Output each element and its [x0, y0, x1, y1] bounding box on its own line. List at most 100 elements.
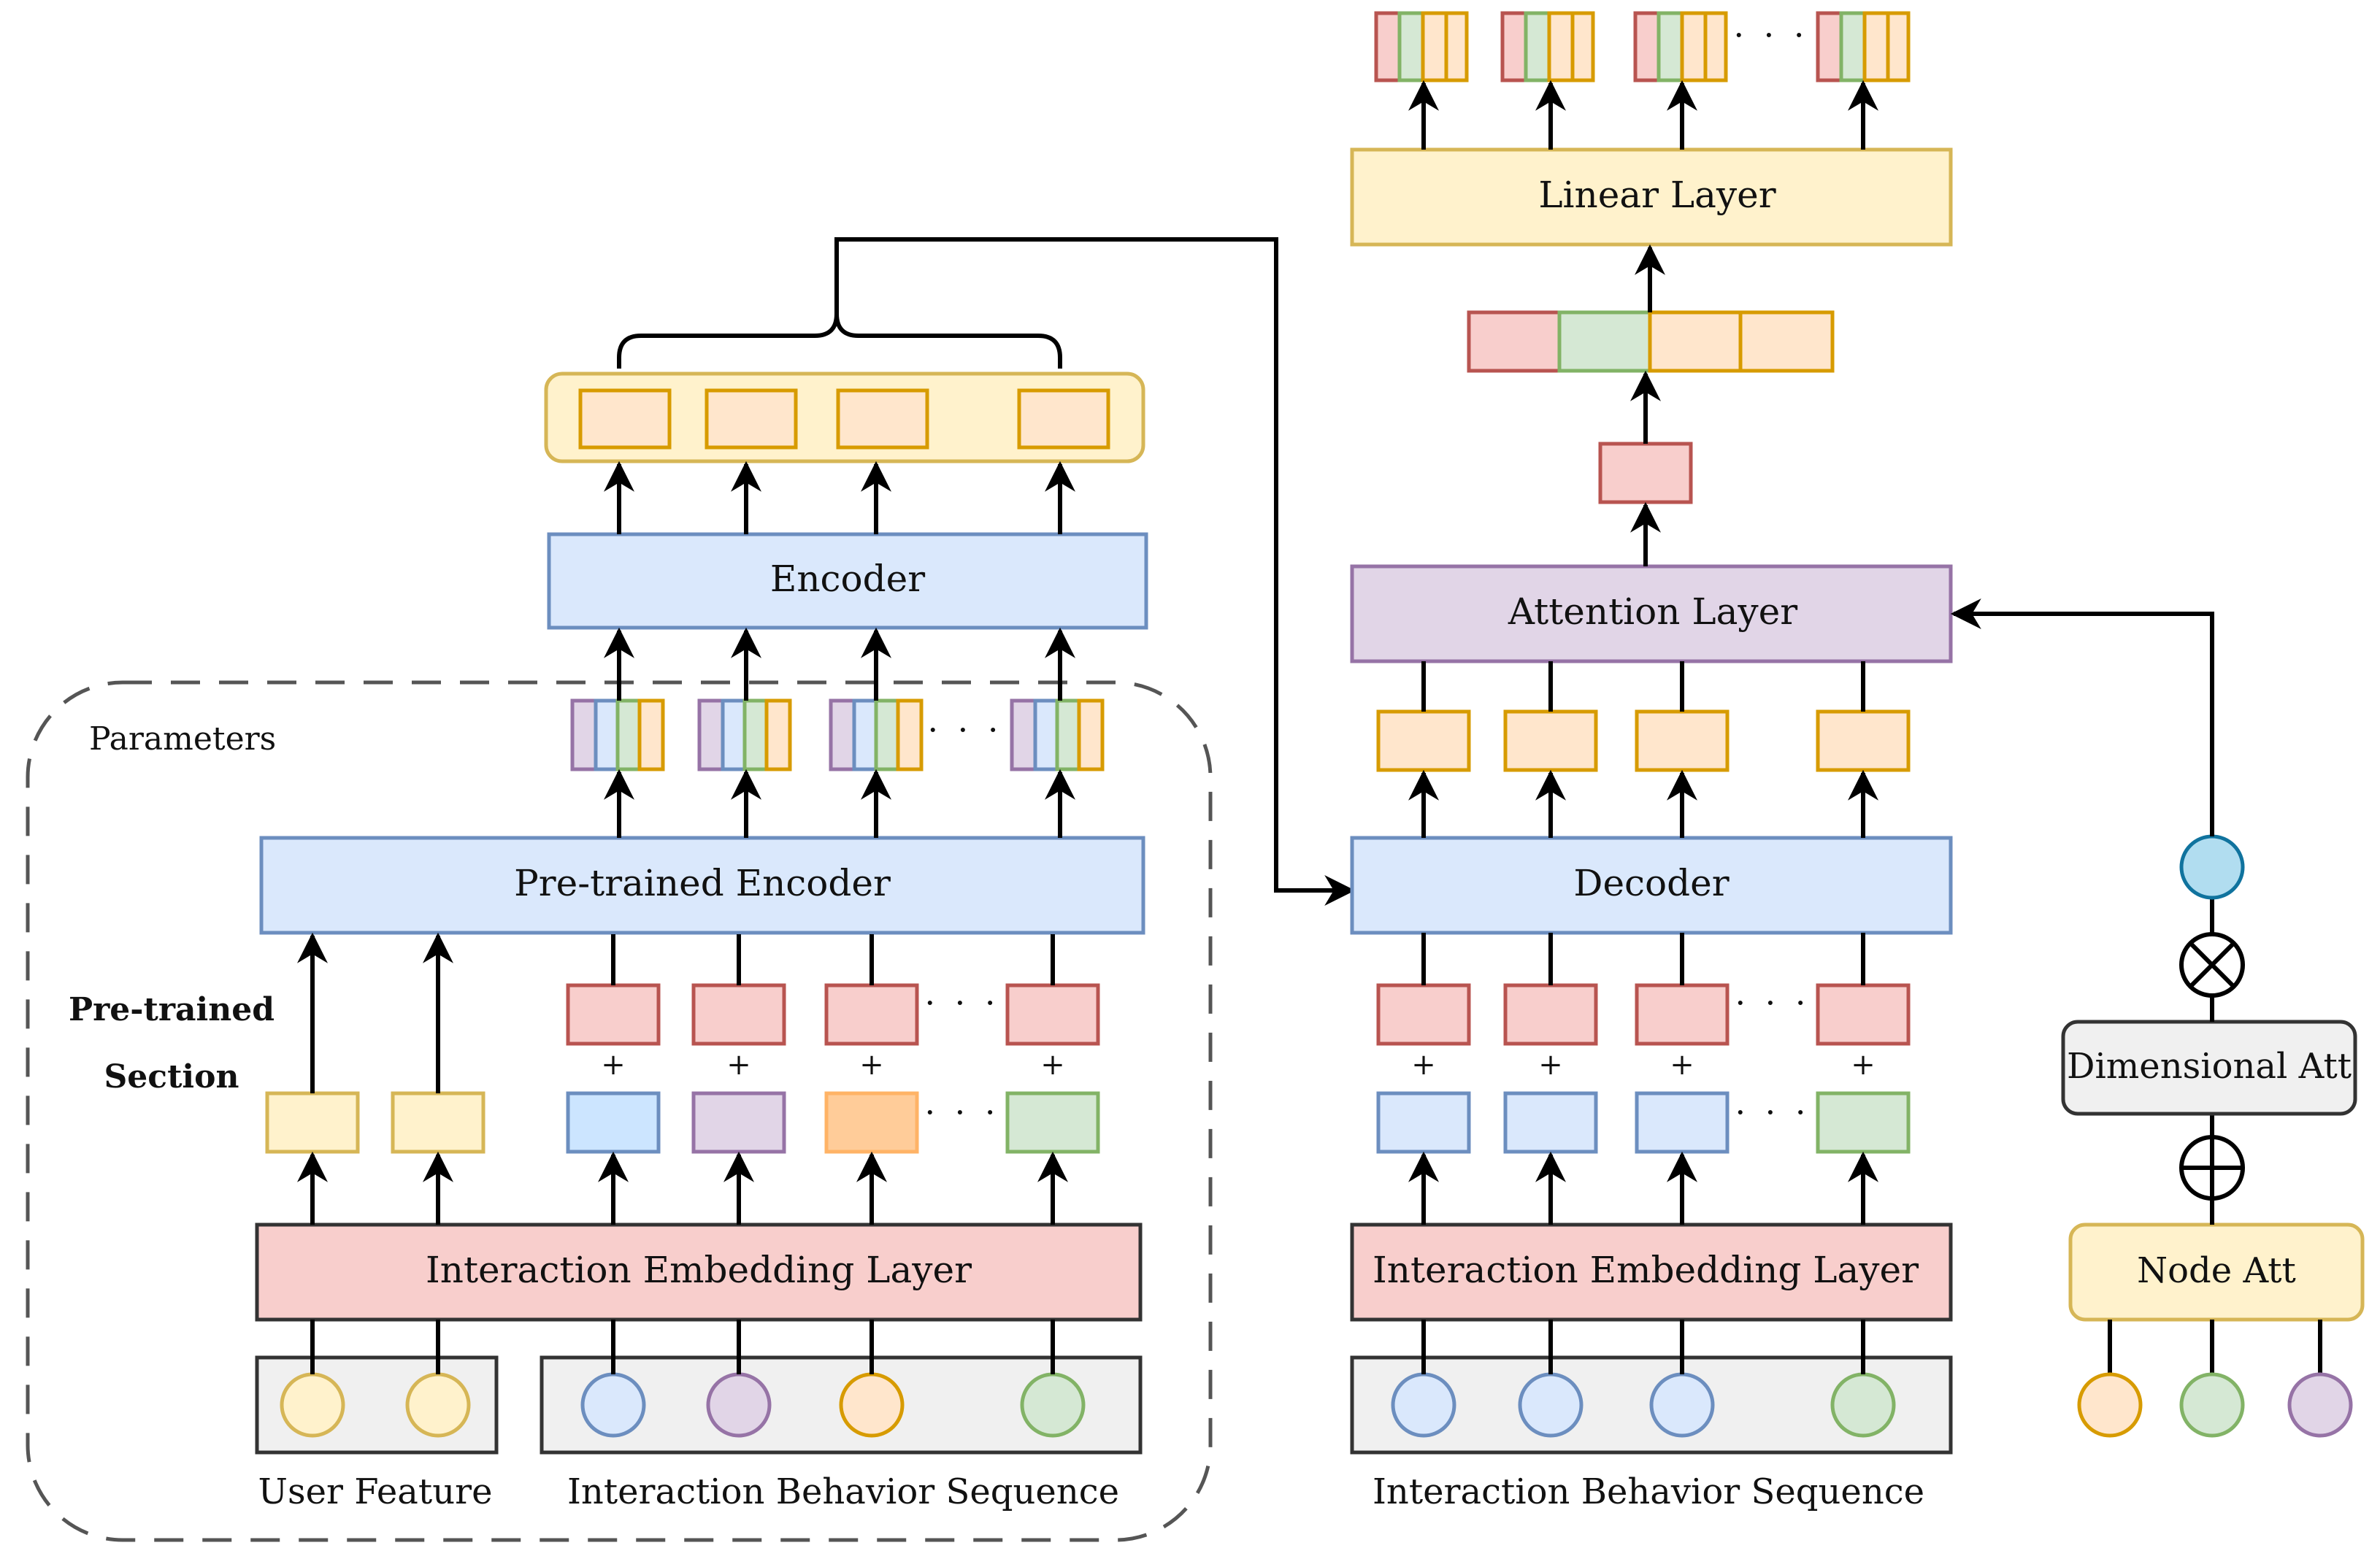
plus-sign: +	[1851, 1048, 1876, 1082]
item-embedding-purple	[691, 1091, 786, 1154]
plus-sign: +	[1670, 1048, 1694, 1082]
left-position-embeddings	[566, 983, 1100, 1046]
left-behavior-caption: Interaction Behavior Sequence	[567, 1471, 1119, 1512]
right-embedding-arrows	[1408, 1151, 1878, 1225]
parameter-token-ellipsis: · · ·	[927, 710, 1002, 750]
right-input-lines	[1421, 1320, 1865, 1374]
plus-sign: +	[1538, 1048, 1563, 1082]
user-feature-embedding	[391, 1091, 485, 1154]
pretrained-encoder-label: Pre-trained Encoder	[514, 862, 891, 904]
left-embedding-layer-label: Interaction Embedding Layer	[426, 1249, 972, 1291]
right-position-ellipsis: · · ·	[1735, 983, 1810, 1023]
behavior-node-blue	[580, 1372, 646, 1438]
pretrained-section-label-1: Pre-trained	[69, 991, 275, 1028]
position-embedding	[1635, 983, 1730, 1046]
item-embedding-blue	[566, 1091, 661, 1154]
node-att-input-orange	[2077, 1372, 2143, 1438]
user-feature-node	[280, 1372, 345, 1438]
attention-query-node	[2179, 834, 2245, 900]
right-item-embeddings	[1376, 1091, 1911, 1154]
behavior-node-blue	[1649, 1372, 1715, 1438]
attention-output-vector	[1598, 442, 1693, 504]
position-embedding	[1376, 983, 1471, 1046]
node-att-input-green	[2179, 1372, 2245, 1438]
user-feature-node	[405, 1372, 471, 1438]
decoder-output-tokens	[1376, 709, 1911, 772]
left-position-ellipsis: · · ·	[924, 983, 999, 1023]
user-feature-arrows	[297, 932, 453, 1093]
decoder-label: Decoder	[1573, 862, 1729, 904]
left-item-ellipsis: · · ·	[924, 1093, 999, 1132]
behavior-node-purple	[706, 1372, 772, 1438]
decoder-token-to-attention-lines	[1421, 661, 1865, 712]
item-embedding-blue	[1635, 1091, 1730, 1154]
behavior-node-green	[1830, 1372, 1896, 1438]
behavior-node-green	[1020, 1372, 1086, 1438]
plus-sign: +	[1411, 1048, 1436, 1082]
pretrained-encoder-box	[259, 836, 1145, 935]
plus-sign: +	[601, 1048, 626, 1082]
item-embedding-green	[1816, 1091, 1911, 1154]
position-embedding	[566, 983, 661, 1046]
node-att-label: Node Att	[2137, 1250, 2296, 1291]
item-embedding-green	[1005, 1091, 1100, 1154]
plus-sign: +	[859, 1048, 884, 1082]
position-embedding	[1503, 983, 1598, 1046]
item-embedding-orange	[824, 1091, 919, 1154]
attention-layer-label: Attention Layer	[1508, 590, 1797, 633]
right-embedding-layer-label: Interaction Embedding Layer	[1373, 1249, 1919, 1291]
query-to-attention-arrow	[1950, 598, 2214, 836]
parameter-token-group	[570, 698, 1105, 771]
node-att-input-lines	[2108, 1320, 2322, 1374]
behavior-node-orange	[839, 1372, 905, 1438]
prediction-token-group	[1374, 11, 1911, 82]
encoder-box	[547, 532, 1148, 630]
decoder-output-token	[1503, 709, 1598, 772]
encoder-output-brace	[617, 313, 1062, 369]
encoder-to-decoder-connector	[834, 237, 1356, 906]
encoder-label: Encoder	[770, 558, 925, 600]
encoder-output-token	[705, 388, 798, 450]
item-embedding-blue	[1376, 1091, 1471, 1154]
position-embedding	[1005, 983, 1100, 1046]
left-embedding-layer	[255, 1223, 1143, 1322]
encoder-output-arrows	[604, 461, 1075, 534]
position-embedding	[691, 983, 786, 1046]
linear-layer-box	[1350, 147, 1953, 247]
decoder-output-token	[1816, 709, 1911, 772]
left-embedding-arrows	[297, 1151, 1068, 1225]
node-att-input-purple	[2287, 1372, 2353, 1438]
left-input-lines	[310, 1320, 1055, 1374]
user-feature-embedding	[265, 1091, 360, 1154]
otimes-icon	[2179, 932, 2245, 998]
position-embedding	[824, 983, 919, 1046]
position-embedding	[1816, 983, 1911, 1046]
decoder-output-arrows	[1408, 769, 1878, 838]
behavior-node-blue	[1518, 1372, 1584, 1438]
decoder-output-token	[1635, 709, 1730, 772]
linear-output-arrows	[1408, 80, 1878, 150]
plus-sign: +	[1040, 1048, 1065, 1082]
left-position-lines	[611, 934, 1055, 985]
decoder-output-token	[1376, 709, 1471, 772]
concat-vector-orange	[1648, 310, 1743, 373]
right-position-embeddings	[1376, 983, 1911, 1046]
concat-vector-green	[1557, 310, 1652, 373]
oplus-icon	[2179, 1135, 2245, 1201]
user-feature-caption: User Feature	[258, 1471, 493, 1512]
decoder-box	[1350, 836, 1953, 935]
left-item-embeddings	[566, 1091, 1100, 1154]
prediction-token-ellipsis: · · ·	[1733, 15, 1808, 55]
encoder-output-token	[836, 388, 929, 450]
behavior-node-blue	[1391, 1372, 1456, 1438]
concat-vector-red	[1467, 310, 1562, 373]
concat-vector-orange	[1738, 310, 1835, 373]
pretrained-to-token-arrows	[604, 769, 1075, 838]
encoder-output-token	[578, 388, 672, 450]
item-embedding-blue	[1503, 1091, 1598, 1154]
parameters-label: Parameters	[89, 720, 276, 758]
right-behavior-caption: Interaction Behavior Sequence	[1373, 1471, 1924, 1512]
right-embedding-layer	[1350, 1223, 1953, 1322]
plus-sign: +	[726, 1048, 751, 1082]
